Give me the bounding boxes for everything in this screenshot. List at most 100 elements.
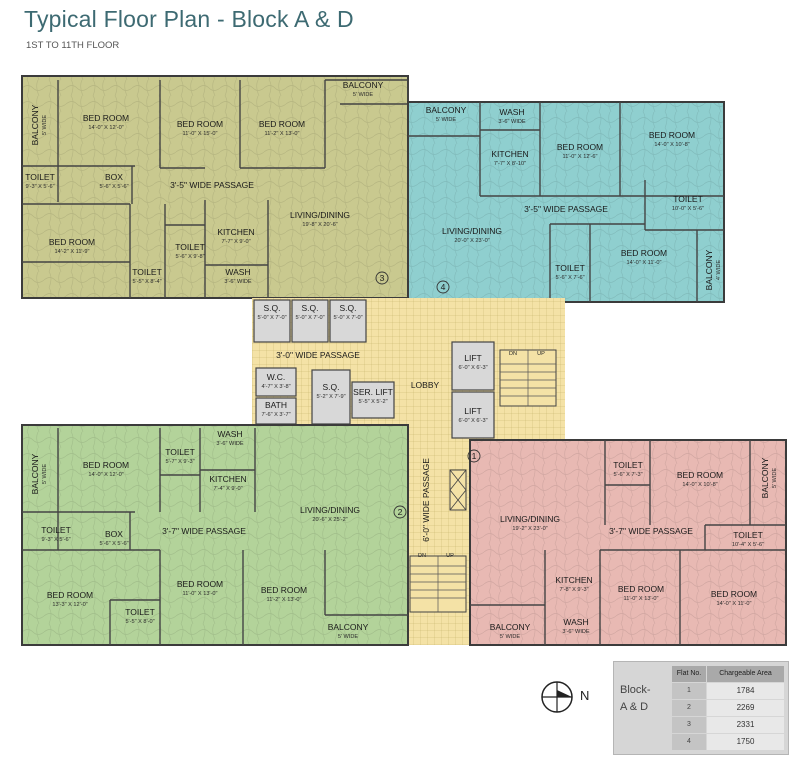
room-dimension: 5'-6" X 9'-8" <box>175 254 204 260</box>
room-dimension: 7'-4" X 9'-0" <box>213 486 242 492</box>
room-name: BALCONY <box>490 622 531 632</box>
room-dimension: 13'-3" X 12'-0" <box>52 602 87 608</box>
table-cell-flat: 2 <box>672 700 706 716</box>
room-dimension: 3'-6" WIDE <box>224 279 252 285</box>
room-name: TOILET <box>125 607 155 617</box>
table-block-label-text: Block- A & D <box>620 684 651 713</box>
room-dimension: 6'-0" X 6'-3" <box>458 418 487 424</box>
room-name: BED ROOM <box>47 590 93 600</box>
room-name: LIVING/DINING <box>500 514 560 524</box>
table-cell-area: 1750 <box>707 734 784 750</box>
room-dimension: 11'-0" X 15'-0" <box>183 131 218 137</box>
room-name: TOILET <box>132 267 162 277</box>
room-dimension: 4'-7" X 3'-8" <box>261 384 290 390</box>
room-dimension: 6'-0" X 6'-3" <box>458 365 487 371</box>
room-f4-bedroom-1: BED ROOM 11'-0" X 12'-6" <box>557 142 603 160</box>
room-name: BED ROOM <box>618 584 664 594</box>
room-dimension: 14'-0" X 11'-0" <box>627 260 662 266</box>
room-name: WASH <box>225 267 250 277</box>
room-dimension: 9'-3" X 5'-6" <box>25 184 54 190</box>
room-dimension: 5'-0" X 7'-0" <box>333 315 362 321</box>
room-dimension: 14'-0" X 11'-0" <box>717 601 752 607</box>
room-name: BED ROOM <box>261 585 307 595</box>
room-f3-passage: 3'-5" WIDE PASSAGE <box>170 180 254 190</box>
room-name: BED ROOM <box>557 142 603 152</box>
room-name: WASH <box>499 107 524 117</box>
room-dimension: 3'-6" WIDE <box>498 119 526 125</box>
flat-2 <box>21 424 409 646</box>
flat-marker-2: 2 <box>398 507 403 517</box>
room-name: 3'-0" WIDE PASSAGE <box>276 350 360 360</box>
room-name: TOILET <box>175 242 205 252</box>
room-core-passage-top: 3'-0" WIDE PASSAGE <box>276 350 360 360</box>
room-dimension: 5'-7" X 9'-3" <box>165 459 194 465</box>
room-name: BED ROOM <box>677 470 723 480</box>
room-dimension: 5' WIDE <box>772 468 778 489</box>
room-name: LIVING/DINING <box>300 505 360 515</box>
room-f4-living: LIVING/DINING 20'-0" X 23'-0" <box>442 226 502 244</box>
room-name: TOILET <box>25 172 55 182</box>
room-dimension: 11'-0" X 12'-6" <box>563 154 598 160</box>
table-cell-area: 2269 <box>707 700 784 716</box>
room-name: BED ROOM <box>83 460 129 470</box>
room-dimension: 5' WIDE <box>42 115 48 136</box>
room-f2-passage: 3'-7" WIDE PASSAGE <box>162 526 246 536</box>
stair-up-label: UP <box>537 351 545 357</box>
room-dimension: 10'-0" X 5'-6" <box>672 206 704 212</box>
room-name: KITCHEN <box>555 575 592 585</box>
room-name: BATH <box>265 400 287 410</box>
table-cell-flat: 1 <box>672 683 706 699</box>
room-f3-wash: WASH 3'-6" WIDE <box>224 267 252 285</box>
flat-marker-1: 1 <box>472 451 477 461</box>
room-name: BED ROOM <box>83 113 129 123</box>
room-core-wc: W.C.4'-7" X 3'-8" <box>261 372 290 390</box>
room-dimension: 5' WIDE <box>436 117 457 123</box>
room-name: 6'-0" WIDE PASSAGE <box>421 458 431 542</box>
room-dimension: 5'-2" X 7'-9" <box>316 394 345 400</box>
compass-north-label: N <box>580 688 590 703</box>
room-name: TOILET <box>41 525 71 535</box>
table-row: 1 1784 <box>672 683 784 699</box>
room-dimension: 5'-6" X 7'-6" <box>555 275 584 281</box>
room-f1-bedroom-3: BED ROOM 14'-0" X 11'-0" <box>711 589 757 607</box>
room-name: BED ROOM <box>711 589 757 599</box>
room-f4-toilet-1: TOILET 10'-0" X 5'-6" <box>672 194 704 212</box>
room-name: LIVING/DINING <box>442 226 502 236</box>
room-dimension: 20'-6" X 25'-2" <box>312 517 347 523</box>
room-dimension: 11'-0" X 13'-0" <box>624 596 659 602</box>
room-dimension: 20'-0" X 23'-0" <box>454 238 489 244</box>
room-dimension: 7'-7" X 9'-0" <box>221 239 250 245</box>
room-name: TOILET <box>673 194 703 204</box>
room-f4-passage: 3'-5" WIDE PASSAGE <box>524 204 608 214</box>
flat-4 <box>407 101 725 303</box>
table-header-row: Flat No. Chargeable Area <box>672 666 784 682</box>
flat-3 <box>21 75 409 299</box>
room-name: BALCONY <box>426 105 467 115</box>
room-dimension: 19'-8" X 20'-6" <box>302 222 337 228</box>
room-name: LIVING/DINING <box>290 210 350 220</box>
room-dimension: 5'-0" X 7'-0" <box>295 315 324 321</box>
room-f2-living: LIVING/DINING 20'-6" X 25'-2" <box>300 505 360 523</box>
room-name: BOX <box>105 172 123 182</box>
room-dimension: 19'-2" X 23'-0" <box>512 526 547 532</box>
room-name: BALCONY <box>343 80 384 90</box>
room-dimension: 4' WIDE <box>716 260 722 281</box>
